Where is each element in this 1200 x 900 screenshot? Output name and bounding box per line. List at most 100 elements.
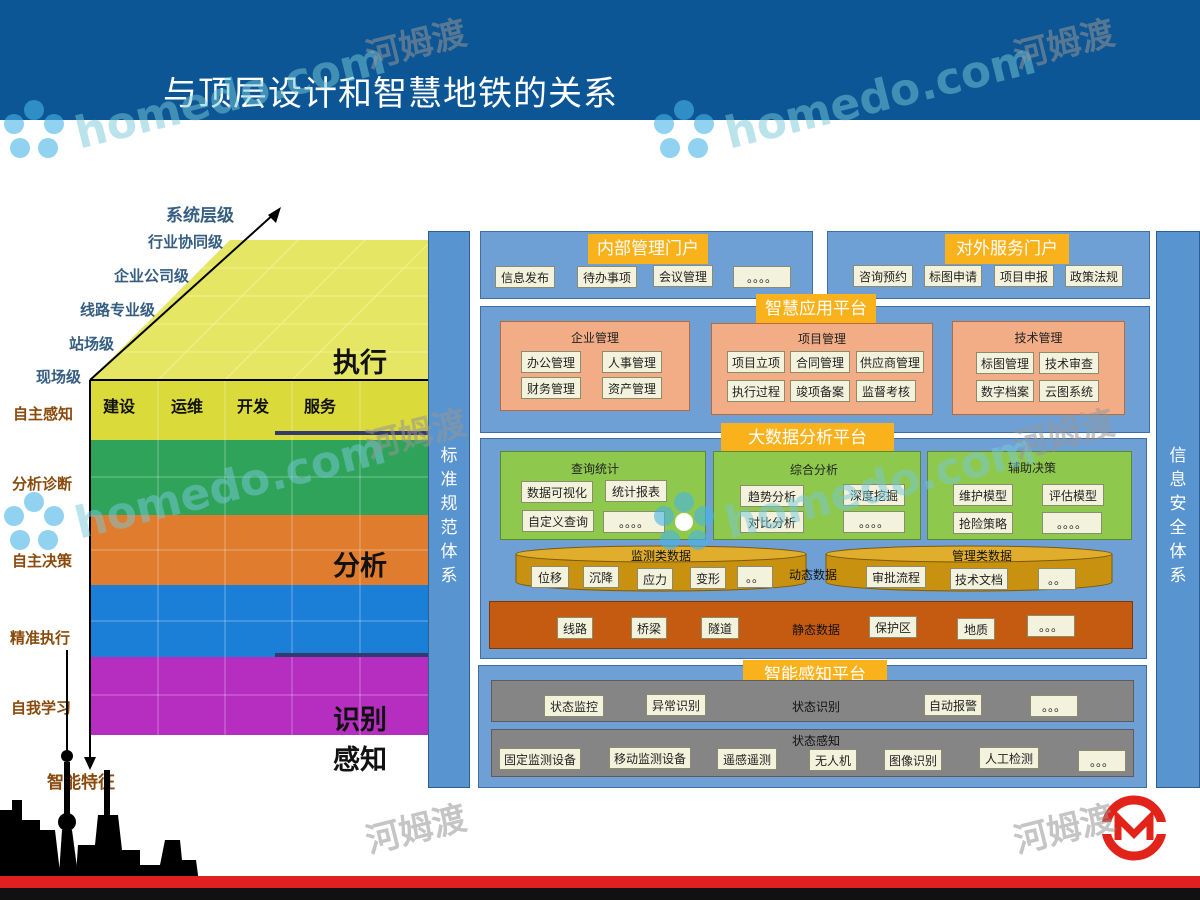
- db-item: 位移: [531, 566, 569, 588]
- app-item: 财务管理: [521, 377, 581, 399]
- app-item: 云图系统: [1039, 380, 1099, 402]
- sensing-item: 图像识别: [884, 749, 942, 771]
- smart-app-title: 智慧应用平台: [756, 294, 876, 324]
- portal-item: 。。。。: [733, 266, 791, 288]
- analysis-item: 维护模型: [953, 484, 1013, 506]
- sensing-item: 异常识别: [646, 694, 706, 716]
- app-item: 竣项备案: [790, 380, 850, 402]
- app-item: 项目立项: [727, 351, 785, 373]
- static-item: 地质: [957, 618, 995, 640]
- static-item: 隧道: [701, 617, 739, 639]
- monitor-db-title: 监测类数据: [630, 549, 691, 563]
- sensing-item: 移动监测设备: [609, 747, 691, 769]
- analysis-item: 自定义查询: [522, 510, 594, 532]
- footer-red-bar: [0, 876, 1200, 888]
- db-item: 应力: [637, 568, 673, 590]
- sensing-item: 。。。: [1078, 750, 1126, 772]
- feature-label: 自我学习: [11, 699, 72, 717]
- static-item: 保护区: [869, 616, 917, 638]
- group-title: 辅助决策: [1007, 461, 1056, 475]
- sensing-item: 人工检测: [979, 747, 1039, 769]
- manage-db-title: 管理类数据: [951, 549, 1012, 563]
- cube-level-label: 现场级: [36, 368, 82, 386]
- watermark-flower-icon: [654, 100, 714, 158]
- feature-label: 精准执行: [10, 629, 71, 647]
- feature-label: 自主感知: [13, 405, 74, 423]
- sensing-item: 。。。: [1030, 695, 1078, 717]
- recognition-label: 状态识别: [792, 700, 841, 714]
- app-item: 数字档案: [976, 380, 1034, 402]
- portal-item: 会议管理: [653, 265, 713, 287]
- cube-column-label: 开发: [237, 397, 270, 416]
- static-item: 桥梁: [631, 617, 667, 639]
- perception-label: 状态感知: [792, 734, 841, 748]
- cube-axis-title: 系统层级: [166, 206, 234, 226]
- sensing-item: 无人机: [809, 749, 857, 771]
- analysis-item: 数据可视化: [521, 481, 593, 503]
- db-item: 。。: [737, 566, 773, 588]
- sensing-item: 状态监控: [544, 695, 604, 717]
- layer-label: 分析: [333, 551, 387, 582]
- feature-label: 自主决策: [12, 552, 73, 570]
- analysis-item: 统计报表: [605, 480, 667, 502]
- cube-diagram: [84, 207, 470, 770]
- header-bar: [0, 0, 1200, 120]
- bigdata-title: 大数据分析平台: [721, 423, 894, 453]
- internal-portal-title: 内部管理门户: [588, 234, 708, 264]
- standards-bar: 标准规范体系: [428, 231, 470, 788]
- portal-item: 政策法规: [1065, 265, 1123, 287]
- cube-column-label: 建设: [103, 397, 136, 416]
- group-title: 综合分析: [789, 463, 838, 477]
- watermark-text: 河姆渡: [361, 798, 471, 862]
- cube-column-label: 服务: [304, 397, 337, 416]
- slide-title: 与顶层设计和智慧地铁的关系: [163, 74, 618, 114]
- group-title: 技术管理: [1014, 331, 1063, 345]
- app-item: 标图管理: [976, 352, 1034, 374]
- sensing-item: 自动报警: [924, 694, 982, 716]
- static-item: 线路: [557, 617, 593, 639]
- db-item: 技术文档: [950, 568, 1008, 590]
- cube-level-label: 站场级: [69, 335, 115, 353]
- analysis-item: 。。。。: [1042, 512, 1102, 534]
- app-item: 人事管理: [602, 351, 662, 373]
- db-item: 。。: [1038, 568, 1076, 590]
- app-item: 执行过程: [727, 380, 785, 402]
- group-title: 项目管理: [797, 332, 846, 346]
- layer-label: 识别: [333, 705, 387, 736]
- analysis-item: 评估模型: [1042, 484, 1104, 506]
- watermark-flower-icon: [4, 100, 64, 158]
- layer-label: 执行: [333, 348, 387, 379]
- watermark-flower-icon: [654, 492, 714, 550]
- db-item: 沉降: [583, 566, 619, 588]
- db-item: 审批流程: [866, 566, 926, 588]
- analysis-item: 抢险策略: [953, 512, 1013, 534]
- analysis-item: 深度挖掘: [843, 484, 905, 506]
- analysis-item: 。。。。: [843, 511, 905, 533]
- metro-logo-icon: [1100, 795, 1170, 861]
- app-item: 合同管理: [790, 351, 850, 373]
- cube-level-label: 行业协同级: [148, 233, 224, 251]
- static-data-label: 静态数据: [792, 623, 841, 637]
- sensing-item: 遥感遥测: [717, 748, 777, 770]
- app-item: 办公管理: [521, 351, 581, 373]
- app-item: 监督考核: [856, 380, 916, 402]
- external-portal-title: 对外服务门户: [945, 234, 1069, 264]
- group-title: 企业管理: [570, 331, 619, 345]
- app-item: 技术审查: [1039, 352, 1099, 374]
- analysis-item: 趋势分析: [740, 485, 804, 507]
- static-data-bar: [489, 601, 1133, 649]
- sensing-item: 固定监测设备: [499, 748, 581, 770]
- app-item: 资产管理: [602, 377, 662, 399]
- static-item: 。。。: [1027, 615, 1075, 637]
- dynamic-data-label: 动态数据: [789, 568, 838, 582]
- app-item: 供应商管理: [856, 351, 924, 373]
- skyline-silhouette: [0, 650, 240, 890]
- security-bar-label: 信息安全体系: [1169, 446, 1187, 586]
- standards-bar-label: 标准规范体系: [440, 446, 458, 586]
- layer-label: 感知: [333, 745, 387, 776]
- watermark-flower-icon: [4, 492, 64, 550]
- cube-level-label: 企业公司级: [114, 267, 190, 285]
- portal-item: 待办事项: [577, 266, 637, 288]
- cube-column-label: 运维: [171, 397, 204, 416]
- footer-black-bar: [0, 888, 1200, 900]
